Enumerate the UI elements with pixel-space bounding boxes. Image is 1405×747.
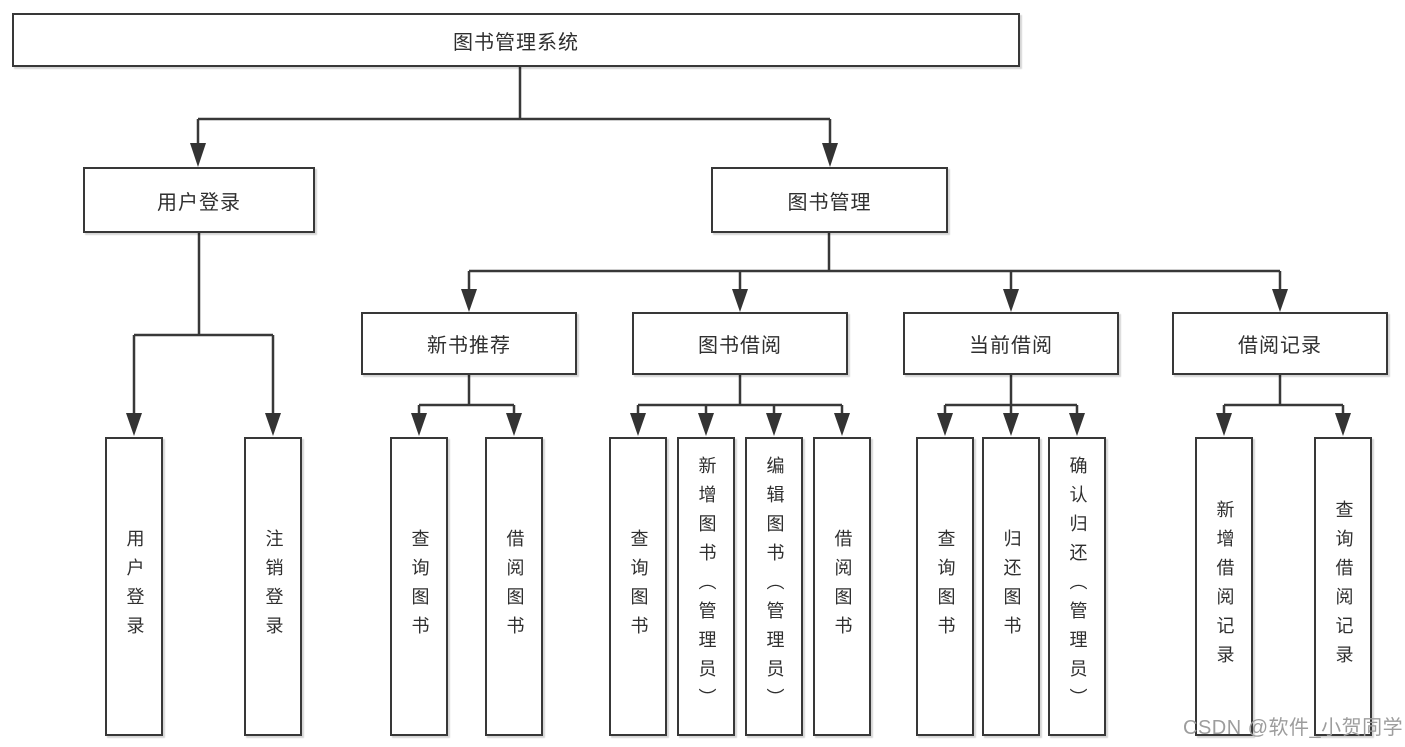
node-user-login: 用户登录: [83, 167, 315, 233]
node-book-management-label: 图书管理: [787, 191, 872, 214]
leaf-borrow-book: 借阅图书: [813, 437, 871, 736]
arrowhead-icons: [126, 143, 1351, 436]
leaf-search-book-borrow-label: 查询图书: [628, 528, 649, 645]
leaf-user-login: 用户登录: [105, 437, 163, 736]
node-root: 图书管理系统: [12, 13, 1020, 67]
leaf-search-borrow-record-label: 查询借阅记录: [1333, 499, 1354, 674]
leaf-search-book-recommend-label: 查询图书: [409, 528, 430, 645]
leaf-confirm-return-admin: 确认归还（管理员）: [1048, 437, 1106, 736]
leaf-logout: 注销登录: [244, 437, 302, 736]
node-borrow-record: 借阅记录: [1172, 312, 1388, 375]
leaf-borrow-book-label: 借阅图书: [832, 528, 853, 645]
leaf-return-book: 归还图书: [982, 437, 1040, 736]
leaf-edit-book-admin-label: 编辑图书（管理员）: [764, 456, 785, 717]
leaf-borrow-book-recommend: 借阅图书: [485, 437, 543, 736]
node-user-login-label: 用户登录: [157, 191, 241, 214]
leaf-logout-label: 注销登录: [263, 528, 284, 645]
node-new-book-recommend: 新书推荐: [361, 312, 577, 375]
leaf-borrow-book-recommend-label: 借阅图书: [504, 528, 525, 645]
node-book-borrow-label: 图书借阅: [698, 335, 782, 357]
tree-edges: [132, 67, 1345, 414]
node-book-management: 图书管理: [711, 167, 948, 233]
leaf-add-borrow-record: 新增借阅记录: [1195, 437, 1253, 736]
node-root-label: 图书管理系统: [453, 31, 579, 54]
csdn-watermark: CSDN @软件_小贺同学: [1183, 717, 1404, 739]
leaf-search-borrow-record: 查询借阅记录: [1314, 437, 1372, 736]
leaf-search-book-current-label: 查询图书: [935, 528, 956, 645]
leaf-search-book-current: 查询图书: [916, 437, 974, 736]
leaf-add-borrow-record-label: 新增借阅记录: [1214, 499, 1235, 674]
leaf-search-book-recommend: 查询图书: [390, 437, 448, 736]
leaf-user-login-label: 用户登录: [124, 528, 145, 645]
leaf-edit-book-admin: 编辑图书（管理员）: [745, 437, 803, 736]
leaf-confirm-return-admin-label: 确认归还（管理员）: [1067, 456, 1088, 717]
node-current-borrow: 当前借阅: [903, 312, 1119, 375]
node-new-book-recommend-label: 新书推荐: [427, 335, 511, 357]
leaf-add-book-admin: 新增图书（管理员）: [677, 437, 735, 736]
leaf-add-book-admin-label: 新增图书（管理员）: [696, 456, 717, 717]
leaf-search-book-borrow: 查询图书: [609, 437, 667, 736]
leaf-return-book-label: 归还图书: [1001, 528, 1022, 645]
node-book-borrow: 图书借阅: [632, 312, 848, 375]
node-current-borrow-label: 当前借阅: [969, 335, 1053, 357]
node-borrow-record-label: 借阅记录: [1238, 335, 1322, 357]
